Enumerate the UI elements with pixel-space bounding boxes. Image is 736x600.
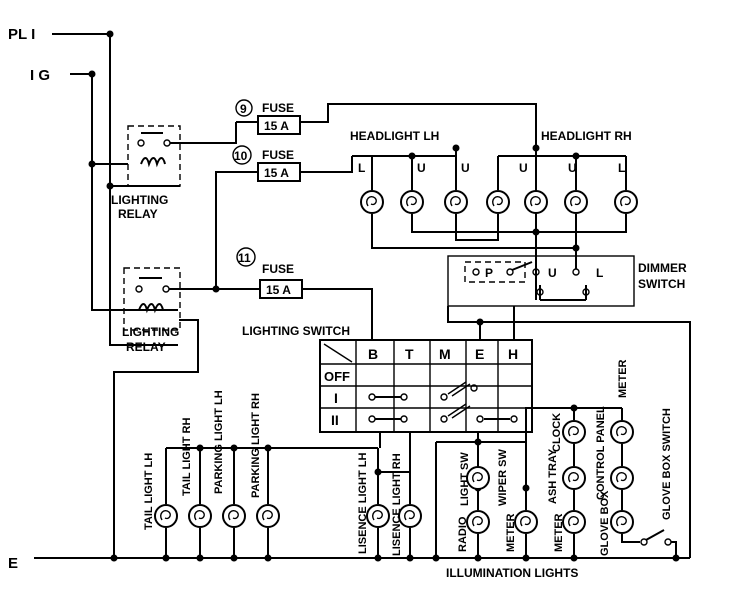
fuse-10-number: 10 <box>234 149 248 163</box>
headlight-lamp-icon <box>444 190 468 214</box>
switch-col-h: H <box>508 346 518 362</box>
tail-light-lh-label: TAIL LIGHT LH <box>143 453 155 530</box>
license-light-rh-label: LISENCE LIGHT RH <box>391 453 403 556</box>
lighting-relay-upper: LIGHTING RELAY <box>111 122 237 221</box>
tail-parking-lamps: TAIL LIGHT LH TAIL LIGHT RH PARKING LIGH… <box>143 390 378 558</box>
headlight-lamp-icon <box>524 190 548 214</box>
dimmer-label-2: SWITCH <box>638 277 685 291</box>
fuse-9-rating: 15 A <box>264 119 289 133</box>
illumination-lights: LIGHT SW WIPER SW ASH TRAY CLOCK CONTROL… <box>435 359 677 580</box>
supply-wiring <box>52 30 180 346</box>
switch-col-t: T <box>405 346 414 362</box>
fuse-11-rating: 15 A <box>266 283 291 297</box>
ground-bus <box>34 554 690 562</box>
switch-col-b: B <box>368 346 378 362</box>
tail-light-rh-label: TAIL LIGHT RH <box>181 418 193 496</box>
meter-lamp-icon <box>514 510 538 534</box>
ash-tray-label: ASH TRAY <box>547 448 559 504</box>
headlight-lamp-icon <box>564 190 588 214</box>
license-lamps: LISENCE LIGHT LH LISENCE LIGHT RH <box>357 448 422 558</box>
dimmer-l: L <box>596 266 603 280</box>
radio-label: RADIO <box>457 516 469 552</box>
fuse-10-rating: 15 A <box>264 166 289 180</box>
meter-lamp-icon <box>610 420 634 444</box>
meter-bottom-label-2: METER <box>553 513 565 552</box>
glove-box-label: GLOVE BOX <box>599 490 611 556</box>
tail-light-lh-icon <box>154 504 178 528</box>
license-light-lh-icon <box>366 504 390 528</box>
glove-box-switch-label: GLOVE BOX SWITCH <box>661 408 673 520</box>
headlight-rh-beam-u1: U <box>519 161 528 175</box>
fuse-11-label: FUSE <box>262 262 294 276</box>
relay-lower-label-2: RELAY <box>126 340 166 354</box>
switch-col-e: E <box>475 346 484 362</box>
relay-upper-label-2: RELAY <box>118 207 158 221</box>
switch-row-off: OFF <box>324 369 350 384</box>
headlight-lamp-icon <box>614 190 638 214</box>
headlight-rh-beam-l: L <box>618 161 625 175</box>
control-panel-lamp-icon <box>610 466 634 490</box>
meter-bottom-label-1: METER <box>505 513 517 552</box>
switch-col-m: M <box>439 346 451 362</box>
clock-lamp-icon <box>562 420 586 444</box>
meter-lamp-icon <box>562 510 586 534</box>
headlight-lamp-icon <box>400 190 424 214</box>
lighting-relay-lower: LIGHTING RELAY <box>113 267 260 558</box>
control-panel-label: CONTROL PANEL <box>595 406 607 500</box>
headlight-lh-label: HEADLIGHT LH <box>350 129 439 143</box>
light-sw-label: LIGHT SW <box>459 452 471 506</box>
glove-box-switch-contact <box>645 529 665 541</box>
meter-top-label: METER <box>617 359 629 398</box>
wiper-sw-label: WIPER SW <box>497 449 509 506</box>
fuse-9-label: FUSE <box>262 101 294 115</box>
dimmer-label-1: DIMMER <box>638 261 687 275</box>
clock-label: CLOCK <box>551 413 563 452</box>
headlight-lh-beam-u2: U <box>461 161 470 175</box>
switch-row-i: I <box>334 390 338 406</box>
radio-lamp-icon <box>466 510 490 534</box>
headlights: HEADLIGHT LH HEADLIGHT RH L U U U U L <box>350 129 638 252</box>
parking-light-lh-label: PARKING LIGHT LH <box>213 390 225 494</box>
headlight-rh-label: HEADLIGHT RH <box>541 129 632 143</box>
parking-light-rh-label: PARKING LIGHT RH <box>250 393 262 498</box>
ash-tray-lamp-icon <box>562 466 586 490</box>
relay-upper-label-1: LIGHTING <box>111 193 168 207</box>
tail-light-rh-icon <box>188 504 212 528</box>
headlight-lamp-icon <box>360 190 384 214</box>
parking-light-rh-icon <box>256 504 280 528</box>
fuse-10: 10 FUSE 15 A <box>215 145 353 289</box>
license-light-lh-label: LISENCE LIGHT LH <box>357 453 369 555</box>
dimmer-switch: P U L DIMMER SWITCH <box>447 248 687 322</box>
fuse-11: 11 FUSE 15 A <box>236 247 373 340</box>
fuse-10-label: FUSE <box>262 148 294 162</box>
lighting-switch-label: LIGHTING SWITCH <box>242 324 350 338</box>
dimmer-u: U <box>548 266 557 280</box>
relay-lower-label-1: LIGHTING <box>122 325 179 339</box>
switch-row-ii: II <box>331 412 339 428</box>
terminal-pl1-label: PL I <box>8 26 35 43</box>
glove-box-lamp-icon <box>610 510 634 534</box>
dimmer-p: P <box>485 266 493 280</box>
illumination-caption: ILLUMINATION LIGHTS <box>446 566 578 580</box>
fuse-9-number: 9 <box>240 102 247 116</box>
terminal-ig-label: I G <box>30 67 50 84</box>
headlight-rh-beam-u2: U <box>568 161 577 175</box>
fuse-11-number: 11 <box>238 251 251 265</box>
headlight-lh-beam-u1: U <box>417 161 426 175</box>
terminal-e-label: E <box>8 555 18 572</box>
headlight-lamp-icon <box>486 190 510 214</box>
headlight-lh-beam-l: L <box>358 161 365 175</box>
parking-light-lh-icon <box>222 504 246 528</box>
